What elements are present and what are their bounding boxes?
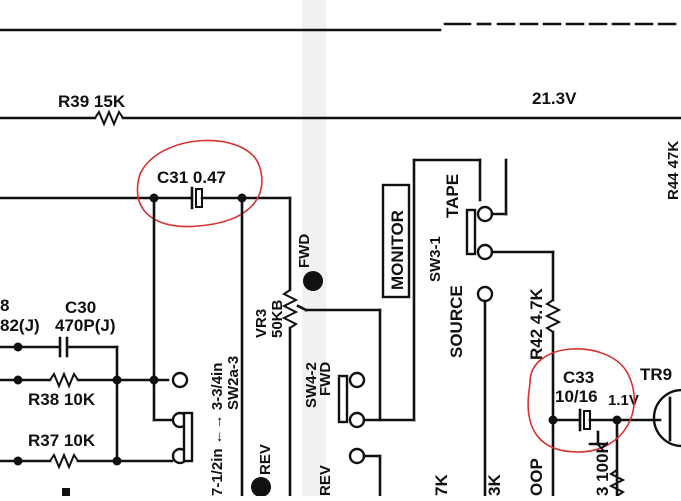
sw4-rev-label: REV — [317, 465, 334, 496]
scan-seam — [302, 0, 326, 496]
vr3-potentiometer — [251, 271, 382, 498]
c31-line — [0, 186, 292, 210]
partial-value-label: 82(J) — [0, 316, 40, 335]
monitor-box — [381, 183, 411, 299]
vr3-rev-label: REV — [257, 444, 274, 475]
r38-resistor — [49, 371, 79, 389]
top-rail — [0, 22, 681, 32]
sw3-switch — [465, 158, 555, 498]
r-100k-resistor — [608, 469, 626, 497]
rev-marker-icon — [251, 477, 271, 497]
sw3-source-label: SOURCE — [447, 285, 466, 358]
r37-line — [0, 378, 174, 496]
bottom-label-7k: 7K — [432, 474, 451, 496]
c30-label: C30 — [65, 298, 96, 317]
sw2-ref-label: SW2a-3 — [225, 356, 242, 410]
supply-rail — [0, 109, 681, 127]
c33-voltage: 1.1V — [608, 392, 639, 409]
partial-top-label: 8 — [0, 296, 9, 315]
r37-label: R37 10K — [28, 431, 96, 450]
r42-label: R42 4.7K — [527, 287, 546, 360]
sw2-contact-top — [171, 371, 189, 389]
bottom-label-3k: 3K — [485, 474, 504, 496]
r39-label: R39 15K — [58, 92, 126, 111]
sw4-switch — [337, 158, 482, 498]
vr3-value-label: 50KB — [269, 299, 286, 338]
r39-resistor — [94, 109, 124, 127]
c30-value: 470P(J) — [55, 316, 115, 335]
sw3-ref-label: SW3-1 — [427, 236, 444, 282]
r42-resistor — [544, 299, 562, 333]
c33-value: 10/16 — [555, 387, 598, 406]
sw2-speeds-label: 7-1/2in ←→ 3-3/4in — [209, 363, 226, 496]
r38-line — [0, 371, 189, 389]
r38-label: R38 10K — [28, 390, 96, 409]
voltage-label: 21.3V — [532, 89, 577, 108]
tr9-transistor — [652, 388, 681, 448]
r44-label: R44 47K — [665, 141, 681, 200]
c30-line — [0, 336, 119, 382]
r37-resistor — [49, 452, 79, 470]
bottom-label-oop: OOP — [527, 458, 546, 496]
c33-highlight-circle — [527, 348, 636, 453]
tr9-label: TR9 — [640, 365, 672, 384]
c33-line — [548, 408, 662, 498]
sw3-tape-label: TAPE — [443, 174, 462, 218]
vr3-fwd-label: FWD — [296, 234, 313, 268]
vr3-ref-label: VR3 — [253, 309, 270, 338]
sw4-fwd-label: FWD — [317, 362, 334, 396]
fwd-marker-icon — [303, 271, 323, 291]
sw2-switch — [152, 411, 194, 465]
sw4-ref-label: SW4-2 — [303, 362, 320, 408]
c33-label: C33 — [563, 368, 594, 387]
monitor-label: MONITOR — [388, 210, 407, 290]
c31-label: C31 0.47 — [157, 168, 226, 187]
bottom-label-100k: 3 100K — [593, 440, 612, 496]
vr3-wiper — [296, 304, 308, 312]
